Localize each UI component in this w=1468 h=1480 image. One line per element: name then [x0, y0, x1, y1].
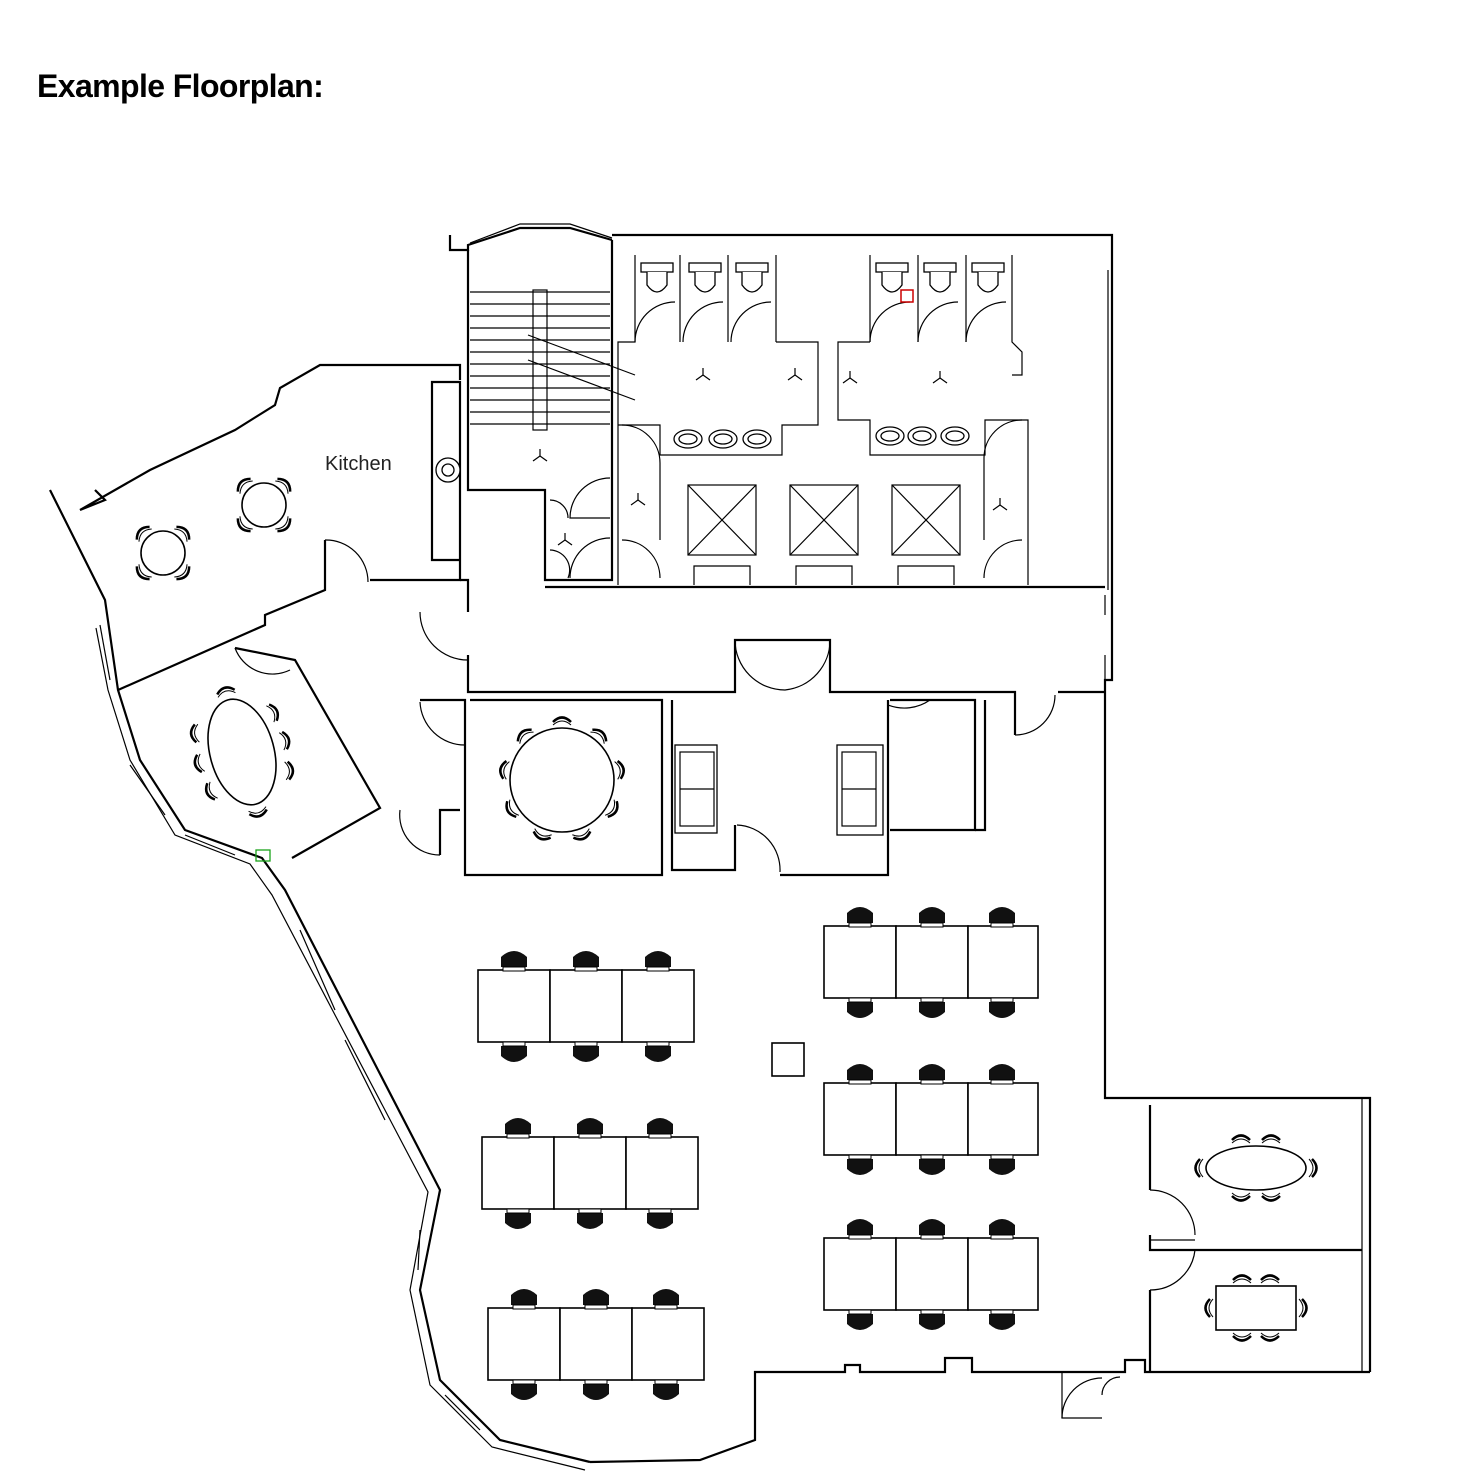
- meeting-room-oval-right: [1148, 1105, 1362, 1252]
- entrance-door: [1061, 1372, 1121, 1419]
- desk-cluster-left-1: [477, 950, 695, 1063]
- corridor: [419, 578, 1106, 736]
- desk-cluster-left-2: [481, 1117, 699, 1230]
- column: [771, 1042, 805, 1077]
- restrooms: [545, 255, 1105, 589]
- stairwell: [466, 240, 636, 582]
- desk-cluster-right-3: [823, 1218, 1039, 1331]
- outer-walls: [49, 223, 1372, 1471]
- red-marker: [900, 289, 914, 303]
- meeting-room-rect-right: [1148, 1249, 1308, 1372]
- page-title: Example Floorplan:: [37, 68, 324, 104]
- lounge-area: [670, 698, 987, 877]
- meeting-room-oval-left: [189, 646, 382, 862]
- desk-cluster-right-1: [823, 906, 1039, 1019]
- desk-cluster-left-3: [487, 1288, 705, 1401]
- kitchen-room: Kitchen: [117, 380, 462, 692]
- kitchen-label: Kitchen: [325, 453, 392, 475]
- desk-cluster-right-2: [823, 1063, 1039, 1176]
- meeting-room-round: [399, 698, 664, 877]
